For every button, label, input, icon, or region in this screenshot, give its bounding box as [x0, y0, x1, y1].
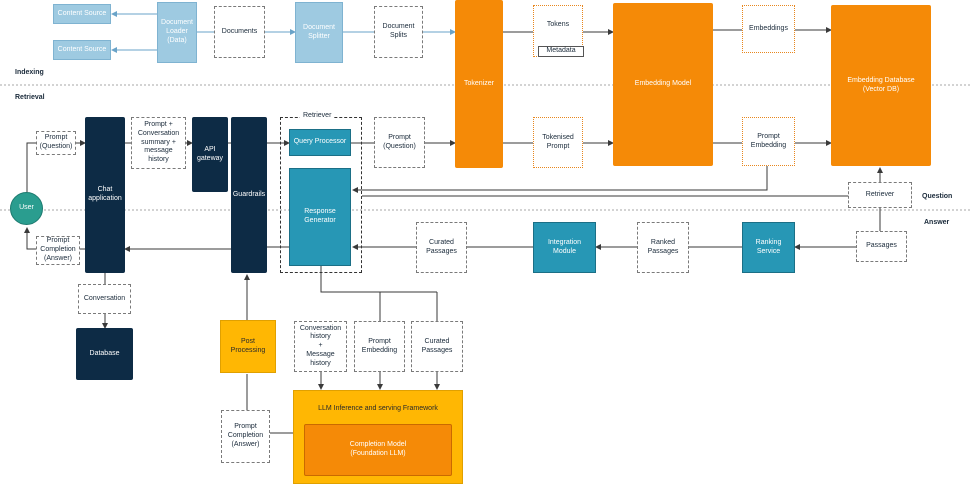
prompt-conversation-summary: Prompt + Conversation summary + message … [131, 117, 186, 169]
documents: Documents [214, 6, 265, 58]
tokenizer: Tokenizer [455, 0, 503, 168]
query-processor: Query Processor [289, 129, 351, 156]
curated-passages-bottom: Curated Passages [411, 321, 463, 372]
document-splitter: Document Splitter [295, 2, 343, 63]
completion-model: Completion Model (Foundation LLM) [304, 424, 452, 476]
content-source-2: Content Source [53, 40, 111, 60]
guardrails: Guardrails [231, 117, 267, 273]
prompt-completion-left: Prompt Completion (Answer) [36, 236, 80, 265]
response-generator: Response Generator [289, 168, 351, 266]
retriever-region-label: Retriever [300, 112, 335, 119]
prompt-completion-bottom: Prompt Completion (Answer) [221, 410, 270, 463]
edge-promptemb-response [352, 166, 768, 193]
edge-response-branches [320, 266, 437, 293]
content-source-1: Content Source [53, 4, 111, 24]
edge-completion-user [24, 227, 36, 250]
retriever: Retriever [848, 182, 912, 208]
conversation-history: Conversation history + Message history [294, 321, 347, 372]
post-processing: Post Processing [220, 320, 276, 373]
section-retrieval: Retrieval [15, 94, 45, 101]
conversation: Conversation [78, 284, 131, 314]
section-indexing: Indexing [15, 69, 44, 76]
document-loader: Document Loader (Data) [157, 2, 197, 63]
metadata: Metadata [538, 46, 584, 57]
prompt-question-mid: Prompt (Question) [374, 117, 425, 168]
ranked-passages: Ranked Passages [637, 222, 689, 273]
tokenised-prompt: Tokenised Prompt [533, 117, 583, 168]
database: Database [76, 328, 133, 380]
section-question: Question [922, 193, 953, 200]
embedding-database: Embedding Database (Vector DB) [831, 5, 931, 166]
api-gateway: API gateway [192, 117, 228, 192]
section-answer: Answer [924, 219, 950, 226]
prompt-question-left: Prompt (Question) [36, 131, 76, 155]
document-splits: Document Splits [374, 6, 423, 58]
user: User [10, 192, 43, 225]
embedding-model: Embedding Model [613, 3, 713, 166]
ranking-service: Ranking Service [742, 222, 795, 273]
curated-passages-mid: Curated Passages [416, 222, 467, 273]
embeddings: Embeddings [742, 5, 795, 53]
edge-user-prompt [26, 142, 36, 192]
prompt-embedding-bottom: Prompt Embedding [354, 321, 405, 372]
passages: Passages [856, 231, 907, 262]
chat-application: Chat application [85, 117, 125, 273]
prompt-embedding-top: Prompt Embedding [742, 117, 795, 166]
integration-module: Integration Module [533, 222, 596, 273]
